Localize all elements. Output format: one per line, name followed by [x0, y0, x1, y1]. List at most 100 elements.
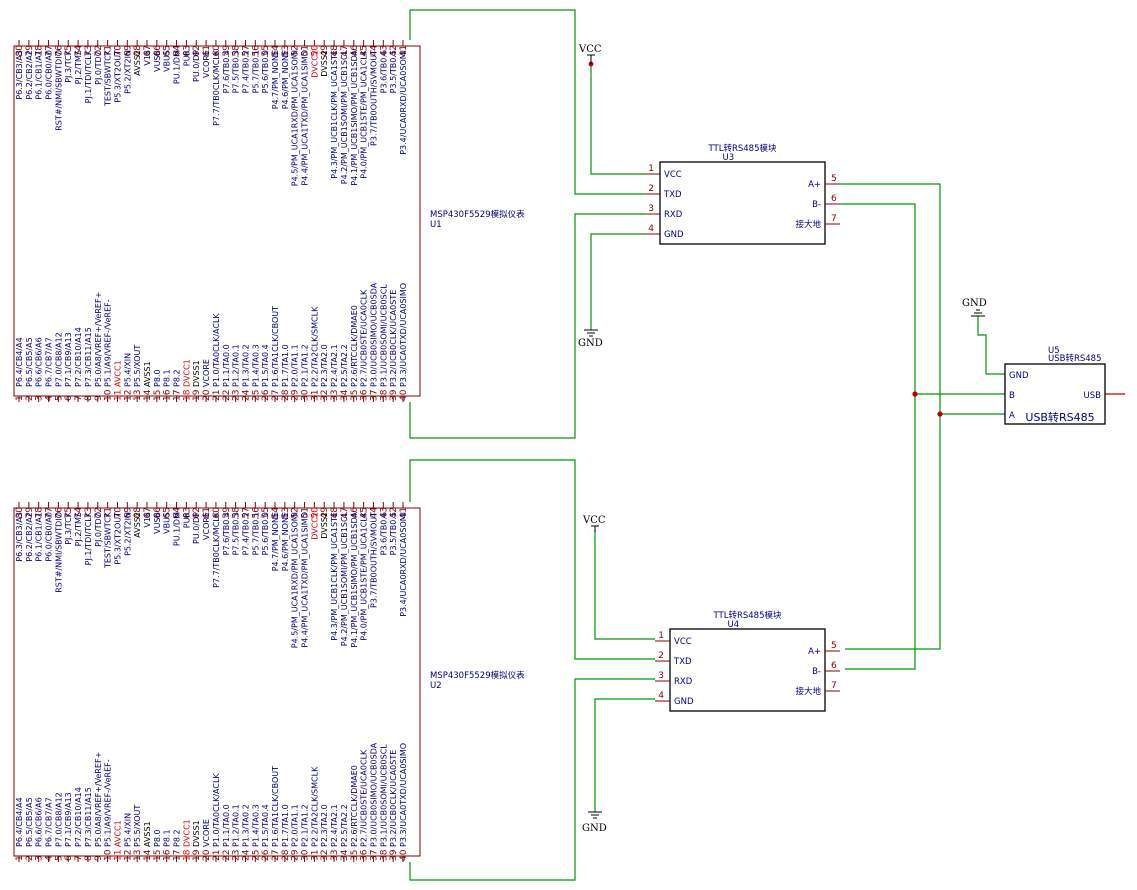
- chip-pin-name: P2.7/UCB0STE/UCA0CLK: [360, 289, 369, 387]
- chip-pin-name: P5.0/A8/VREF+/VeREF+: [94, 292, 103, 387]
- usb-pin-usb: USB: [1084, 391, 1102, 401]
- chip-pin-name: P6.3/CB3/A3: [15, 512, 24, 562]
- chip-pin-number: 18: [182, 389, 192, 401]
- chip-pin-number: 2: [25, 395, 35, 401]
- chip-pin-number: 20: [202, 389, 212, 401]
- vcc-symbol-1: VCC: [578, 44, 602, 64]
- ttl-module-ref: U4: [728, 620, 740, 630]
- chip-pin-name: P2.4/TA2.1: [330, 804, 339, 847]
- chip-pin-name: P7.2/CB10/A14: [74, 327, 83, 387]
- chip-pin-name: P8.1: [163, 829, 172, 847]
- chip-pin-name: P3.6/TB0.6: [379, 512, 388, 555]
- chip-pin-number: 31: [310, 850, 320, 861]
- chip-pin-number: 14: [143, 389, 153, 401]
- usb-pin-b: B: [1009, 391, 1015, 401]
- chip-pin-number: 66: [153, 45, 163, 57]
- ttl-pin-number: 7: [831, 214, 837, 224]
- chip-pin-name: P2.5/TA2.2: [340, 344, 349, 387]
- chip-pin-number: 76: [54, 45, 64, 57]
- chip-pin-name: P4.5/PM_UCA1RXD/PM_UCA1SOMI: [291, 512, 300, 648]
- chip-pin-number: 16: [163, 849, 173, 861]
- chip-pin-name: P1.0/TA0CLK/ACLK: [212, 313, 221, 387]
- chip-pin-name: P2.3/TA2.0: [320, 344, 329, 387]
- chip-pin-number: 20: [202, 849, 212, 861]
- chip-pin-name: P1.2/TA0.1: [232, 804, 241, 847]
- chip-pin-number: 13: [133, 390, 143, 401]
- chip-pin-name: P1.7/TA1.0: [281, 344, 290, 387]
- chip-pin-name: V18: [143, 512, 152, 528]
- chip-pin-number: 10: [104, 389, 114, 401]
- usb-module-name: USB转RS485: [1048, 353, 1101, 364]
- chip-pin-number: 57: [241, 507, 251, 518]
- chip-pin-name: P3.0/UCB0SIMO/UCB0SDA: [369, 742, 378, 847]
- chip-pin-name: P2.6/RTCCLK/DMAE0: [350, 305, 359, 387]
- chip-pin-number: 61: [202, 45, 212, 56]
- chip-pin-number: 9: [94, 855, 104, 861]
- chip-pin-name: P4.2/PM_UCB1SOMI/PM_UCB1SCL: [340, 49, 349, 184]
- chip-pin-number: 5: [54, 855, 64, 861]
- chip-pin-number: 6: [64, 855, 74, 861]
- chip-pin-name: P5.1/A9/VREF-/VeREF-: [104, 759, 113, 847]
- ttl-pin-name: GND: [674, 697, 694, 707]
- chip-pin-name: PJ.0/TDO: [94, 512, 103, 547]
- chip-pin-name: P6.6/CB6/A6: [35, 797, 44, 847]
- chip-pin-name: P3.0/UCB0SIMO/UCB0SDA: [369, 282, 378, 387]
- chip-pin-number: 40: [399, 389, 409, 401]
- chip-pin-number: 22: [222, 850, 232, 861]
- chip-pin-number: 34: [340, 389, 350, 401]
- chip-pin-number: 45: [360, 45, 370, 56]
- chip-pin-name: P5.1/A9/VREF-/VeREF-: [104, 299, 113, 387]
- chip-pin-name: P4.2/PM_UCB1SOMI/PM_UCB1SCL: [340, 511, 349, 646]
- chip-pin-number: 11: [113, 390, 123, 401]
- chip-pin-number: 70: [113, 45, 123, 57]
- chip-pin-number: 60: [212, 507, 222, 519]
- chip-pin-number: 60: [212, 45, 222, 57]
- chip-pin-name: P4.0/PM_UCB1STE/PM_UCA1CLK: [360, 511, 369, 640]
- chip-pin-name: P5.7/TB0.1: [251, 512, 260, 555]
- chip-pin-name: P2.5/TA2.2: [340, 804, 349, 847]
- chip-pin-number: 30: [301, 849, 311, 861]
- gnd-symbol-2: GND: [582, 811, 607, 834]
- chip-pin-name: DVSS2: [320, 512, 329, 539]
- ttl-pin-name: RXD: [674, 677, 693, 687]
- chip-pin-name: P2.7/UCB0STE/UCA0CLK: [360, 749, 369, 847]
- chip-pin-name: P7.1/CB9/A13: [64, 332, 73, 387]
- chip-pin-name: P1.0/TA0CLK/ACLK: [212, 773, 221, 847]
- chip-pin-number: 58: [232, 507, 242, 519]
- chip-pin-number: 41: [399, 507, 409, 518]
- gnd-label-1: GND: [578, 338, 603, 349]
- chip-pin-name: P4.1/PM_UCB1SIMO/PM_UCB1SDA: [350, 511, 359, 647]
- chip-pin-number: 2: [25, 855, 35, 861]
- chip-pin-name: P1.1/TA0.0: [222, 344, 231, 387]
- chip-pin-name: P6.7/CB7/A7: [45, 797, 54, 847]
- chip-pin-number: 42: [389, 507, 399, 518]
- chip-pin-number: 32: [320, 850, 330, 861]
- chip-pin-number: 28: [281, 389, 291, 401]
- chip-pin-name: P6.7/CB7/A7: [45, 337, 54, 387]
- chip-pin-number: 58: [232, 45, 242, 57]
- chip-pin-name: P6.3/CB3/A3: [15, 50, 24, 100]
- chip-pin-number: 80: [15, 45, 25, 57]
- chip-pin-number: 39: [389, 389, 399, 401]
- chip-pin-name: PJ.2/TMS: [74, 512, 83, 546]
- chip-pin-number: 24: [241, 849, 251, 861]
- chip-pin-name: P7.2/CB10/A14: [74, 787, 83, 847]
- chip-pin-number: 28: [281, 849, 291, 861]
- chip-pin-number: 35: [350, 390, 360, 401]
- chip-pin-number: 41: [399, 45, 409, 56]
- chip-pin-name: P3.1/UCB0SOMI/UCB0SCL: [379, 284, 388, 387]
- chip-pin-number: 7: [74, 855, 84, 861]
- chip-pin-name: TEST/SBWTCK: [104, 511, 113, 569]
- chip-pin-name: PUR: [182, 512, 191, 529]
- chip-pin-number: 3: [35, 395, 45, 401]
- ttl-module-name: TTL转RS485模块: [708, 143, 777, 154]
- chip-pin-number: 12: [123, 390, 133, 401]
- chip-pin-number: 50: [310, 45, 320, 57]
- chip-pin-number: 50: [310, 507, 320, 519]
- chip-pin-name: P6.2/CB2/A2: [25, 50, 34, 100]
- chip-pin-name: P6.4/CB4/A4: [15, 797, 24, 847]
- chip-pin-number: 62: [192, 45, 202, 56]
- chip-pin-name: P7.5/TB0.3: [232, 50, 241, 93]
- chip-pin-number: 15: [153, 390, 163, 401]
- chip-ref: U2: [430, 681, 442, 691]
